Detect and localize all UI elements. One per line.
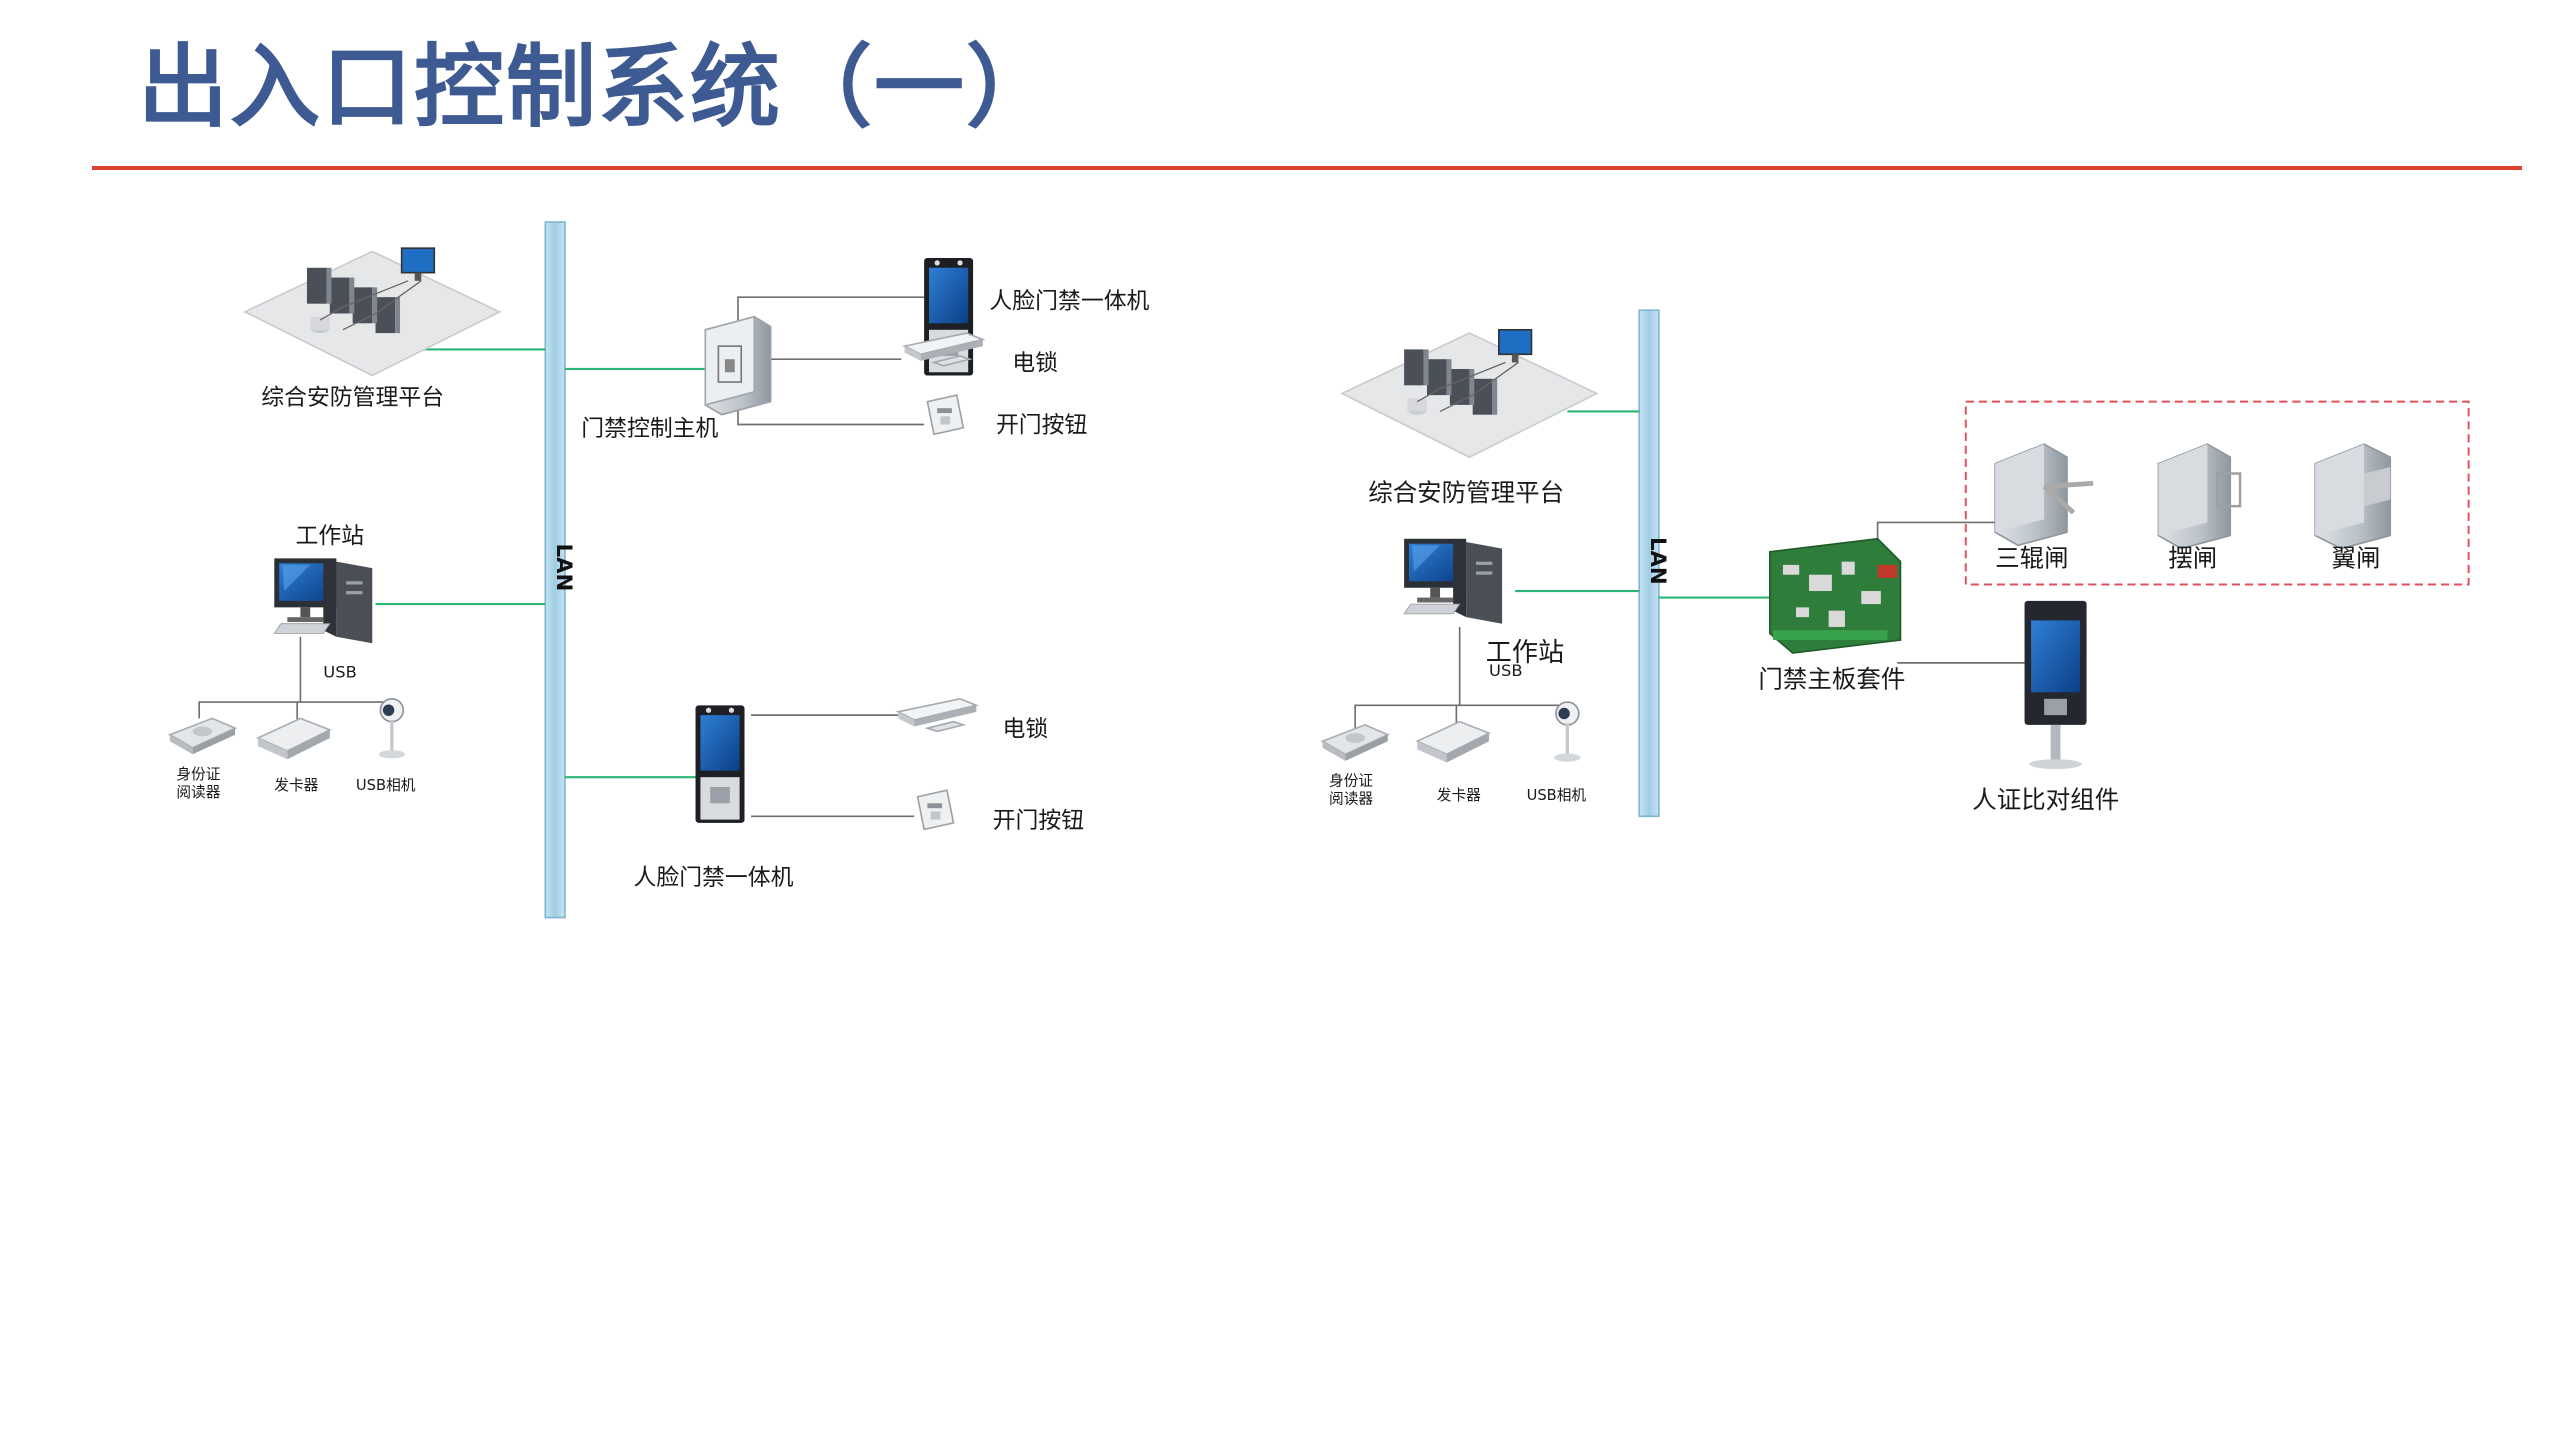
board-label: 门禁主板套件 [1758,664,1906,694]
lan-label: LAN [550,543,575,592]
electric-lock-icon [897,697,978,733]
card-issuer-label: 发卡器 [1436,788,1481,805]
card-issuer-icon [257,717,331,761]
exit-button-label: 开门按钮 [995,413,1088,440]
exit-button-label: 开门按钮 [992,808,1085,835]
exit-button-icon [916,789,955,831]
id-reader-icon [168,717,236,756]
face-terminal-label: 人脸门禁一体机 [989,288,1150,316]
face-terminal-icon [695,705,745,823]
card-issuer-label: 发卡器 [274,778,319,796]
server-cluster-icon [244,247,501,377]
platform-links [375,348,706,779]
swing-label: 摆闸 [2168,543,2218,574]
workstation-label: 工作站 [1485,636,1565,668]
id-reader-label: 身份证 阅读器 [1329,773,1374,809]
card-issuer-icon [1416,720,1490,764]
lan-label: LAN [1644,536,1669,585]
usb-camera-icon [377,697,406,760]
title-divider [92,166,2522,170]
swing-gate-icon [2157,443,2242,550]
platform-label: 综合安防管理平台 [261,385,445,412]
id-reader-label: 身份证 阅读器 [176,767,221,802]
access-board-icon [1769,537,1902,654]
lock-label: 电锁 [1012,351,1058,378]
server-cluster-icon [1341,328,1598,458]
exit-button-icon [926,394,965,436]
lan-bus [544,221,566,919]
usb-label: USB [1489,662,1523,681]
flap-gate-icon [2314,443,2392,550]
workstation-label: 工作站 [295,524,365,551]
id-verify-label: 人证比对组件 [1972,785,2120,815]
lock-label: 电锁 [1002,716,1049,743]
lan-bus [1638,309,1660,818]
platform-label: 综合安防管理平台 [1368,478,1565,508]
usb-label: USB [323,664,357,683]
tripod-turnstile-icon [1994,443,2094,547]
door-controller-icon [704,315,772,416]
id-reader-icon [1321,724,1389,762]
usb-camera-label: USB相机 [355,778,416,796]
workstation-icon [273,557,373,644]
usb-camera-label: USB相机 [1526,788,1587,805]
gate-group-frame [1964,400,2470,586]
id-verification-terminal-icon [2024,600,2087,770]
usb-camera-icon [1553,701,1582,763]
flap-label: 翼闸 [2331,543,2381,574]
controller-label: 门禁控制主机 [581,416,719,443]
page-title: 出入口控制系统（一） [138,35,1058,140]
tripod-label: 三辊闸 [1995,543,2069,574]
workstation-icon [1403,538,1503,625]
face-terminal-label: 人脸门禁一体机 [633,865,794,892]
